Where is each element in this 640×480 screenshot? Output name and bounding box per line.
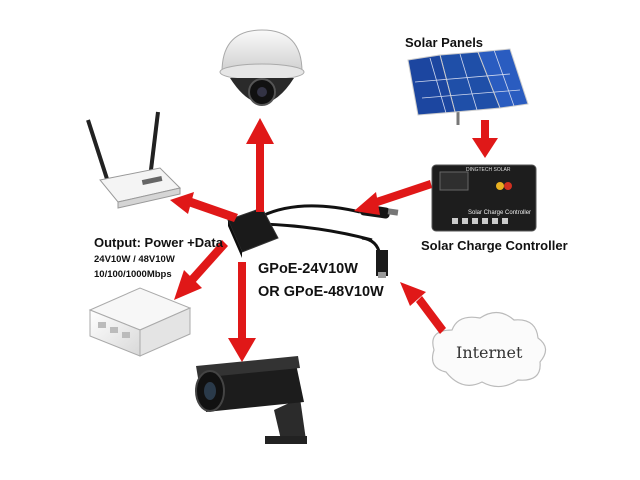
- dome-camera-image: [219, 29, 305, 106]
- wifi-router-image: [86, 111, 181, 209]
- arrows: [170, 118, 498, 362]
- arrow-controller-to-injector: [354, 180, 432, 215]
- solar-charge-controller-label: Solar Charge Controller: [421, 238, 568, 253]
- internet-cloud-image: [431, 311, 547, 388]
- arrow-to-router: [170, 192, 238, 222]
- model-48v-label: OR GPoE-48V10W: [258, 284, 384, 300]
- controller-brand-text: DINGTECH SOLAR: [466, 167, 511, 173]
- arrow-internet-to-injector: [400, 282, 446, 334]
- arrow-panels-to-controller: [472, 120, 498, 158]
- solar-panels-image: [407, 48, 529, 125]
- model-24v-label: GPoE-24V10W: [258, 261, 358, 277]
- power-spec-label: 24V10W / 48V10W: [94, 254, 175, 265]
- network-switch-image: [88, 287, 192, 357]
- poe-injector-image: [227, 204, 399, 278]
- controller-face-text: Solar Charge Controller: [468, 210, 532, 216]
- solar-panels-label: Solar Panels: [405, 35, 484, 50]
- speed-spec-label: 10/100/1000Mbps: [94, 269, 172, 280]
- arrow-to-switch: [174, 240, 228, 300]
- internet-label: Internet: [456, 343, 523, 362]
- output-label: Output: Power +Data: [94, 235, 223, 250]
- solar-charge-controller-image: [431, 164, 537, 232]
- arrow-to-bullet-camera: [228, 262, 256, 362]
- arrow-to-dome-camera: [246, 118, 274, 212]
- bullet-camera-image: [195, 356, 307, 444]
